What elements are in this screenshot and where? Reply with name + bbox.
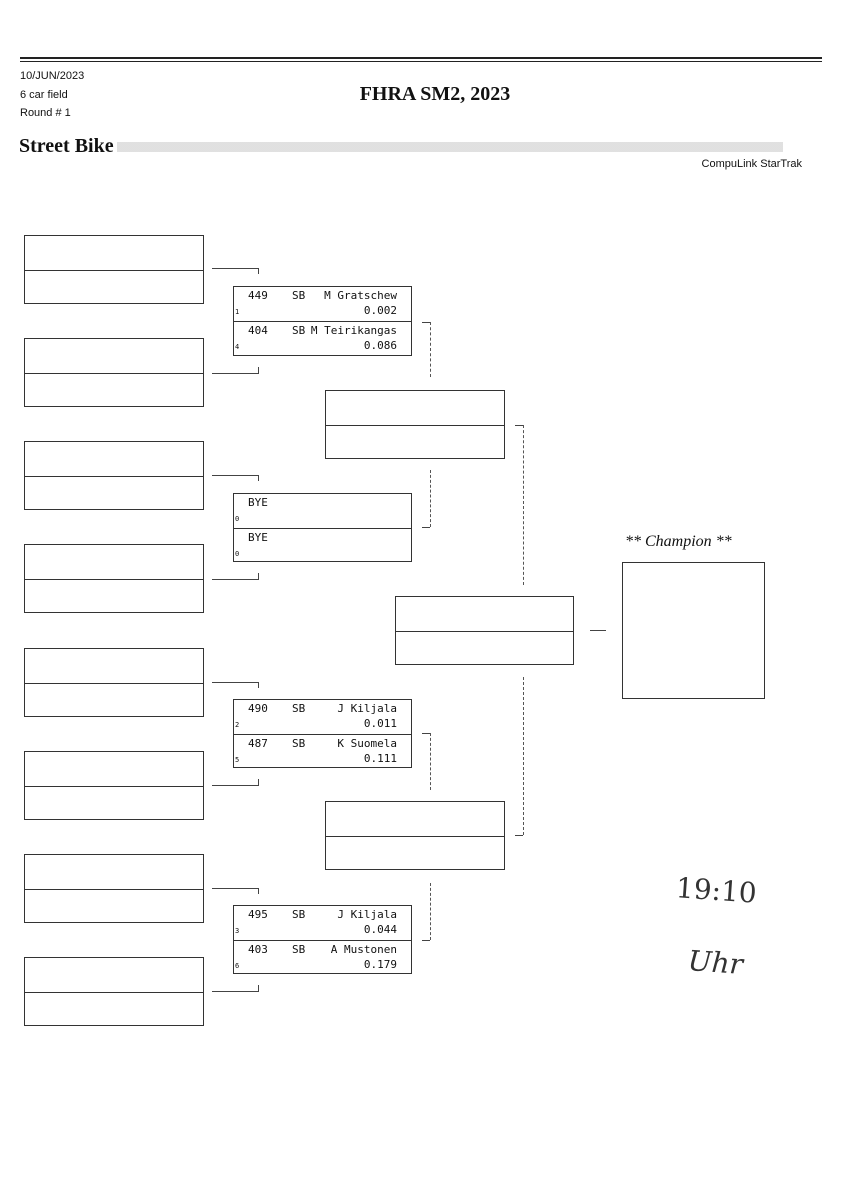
car-number: 487 (248, 736, 268, 750)
reaction-time: 0.179 (363, 957, 397, 971)
lane-top: 495 SB J Kiljala 0.044 3 (234, 906, 411, 940)
car-class: SB (292, 289, 306, 302)
racer-name: A Mustonen (330, 942, 397, 956)
reaction-time: 0.011 (363, 717, 397, 730)
lane-bottom: 404 SB M Teirikangas 0.086 4 (234, 321, 411, 356)
seed: 5 (235, 755, 240, 764)
round-number: Round # 1 (20, 107, 71, 119)
seed: 4 (235, 343, 240, 351)
car-class: SB (292, 908, 306, 921)
racer-name: J Kiljala (337, 908, 397, 921)
car-class: SB (292, 736, 306, 750)
bye-label: BYE (248, 530, 268, 544)
match-4: 495 SB J Kiljala 0.044 3 403 SB A Muston… (233, 905, 412, 974)
car-class: SB (292, 942, 306, 956)
car-class: SB (292, 324, 306, 337)
empty-slot (24, 957, 204, 1026)
final-slot (395, 596, 574, 665)
handwritten-initials: Uhr (686, 944, 745, 981)
reaction-time: 0.086 (363, 339, 397, 352)
racer-name: J Kiljala (337, 702, 397, 715)
car-number: 403 (248, 942, 268, 956)
empty-slot (24, 854, 204, 923)
header-rule (20, 61, 822, 62)
car-number: 495 (248, 908, 268, 921)
racer-name: M Gratschew (324, 289, 397, 302)
handwritten-time: 19:10 (674, 871, 758, 910)
seed: 6 (235, 961, 240, 970)
empty-slot (24, 235, 204, 304)
semifinal-slot (325, 801, 505, 870)
class-name: Street Bike (19, 135, 114, 157)
seed: 0 (235, 549, 240, 558)
match-3: 490 SB J Kiljala 0.011 2 487 SB K Suomel… (233, 699, 412, 768)
lane-top: 449 SB M Gratschew 0.002 1 (234, 287, 411, 321)
seed: 0 (235, 515, 240, 523)
champion-box (622, 562, 765, 699)
bye-label: BYE (248, 496, 268, 509)
event-date: 10/JUN/2023 (20, 70, 85, 82)
seed: 3 (235, 927, 240, 935)
racer-name: M Teirikangas (310, 324, 397, 337)
champion-label: ** Champion ** (625, 533, 732, 550)
software-name: CompuLink StarTrak (701, 158, 802, 170)
car-number: 490 (248, 702, 268, 715)
empty-slot (24, 544, 204, 613)
dotted-fill (117, 142, 783, 152)
lane-top: BYE 0 (234, 494, 411, 528)
car-class: SB (292, 702, 306, 715)
car-number: 404 (248, 324, 268, 337)
semifinal-slot (325, 390, 505, 459)
empty-slot (24, 441, 204, 510)
empty-slot (24, 751, 204, 820)
lane-bottom: 403 SB A Mustonen 0.179 6 (234, 939, 411, 975)
reaction-time: 0.111 (363, 751, 397, 765)
seed: 2 (235, 721, 240, 729)
seed: 1 (235, 308, 240, 316)
lane-top: 490 SB J Kiljala 0.011 2 (234, 700, 411, 734)
empty-slot (24, 338, 204, 407)
lane-bottom: BYE 0 (234, 527, 411, 563)
match-1: 449 SB M Gratschew 0.002 1 404 SB M Teir… (233, 286, 412, 356)
empty-slot (24, 648, 204, 717)
page-title: FHRA SM2, 2023 (359, 83, 511, 105)
match-2: BYE 0 BYE 0 (233, 493, 412, 562)
racer-name: K Suomela (337, 736, 397, 750)
header-rule (20, 57, 822, 59)
field-size: 6 car field (20, 89, 68, 101)
reaction-time: 0.044 (363, 923, 397, 936)
reaction-time: 0.002 (363, 304, 397, 317)
car-number: 449 (248, 289, 268, 302)
lane-bottom: 487 SB K Suomela 0.111 5 (234, 733, 411, 769)
